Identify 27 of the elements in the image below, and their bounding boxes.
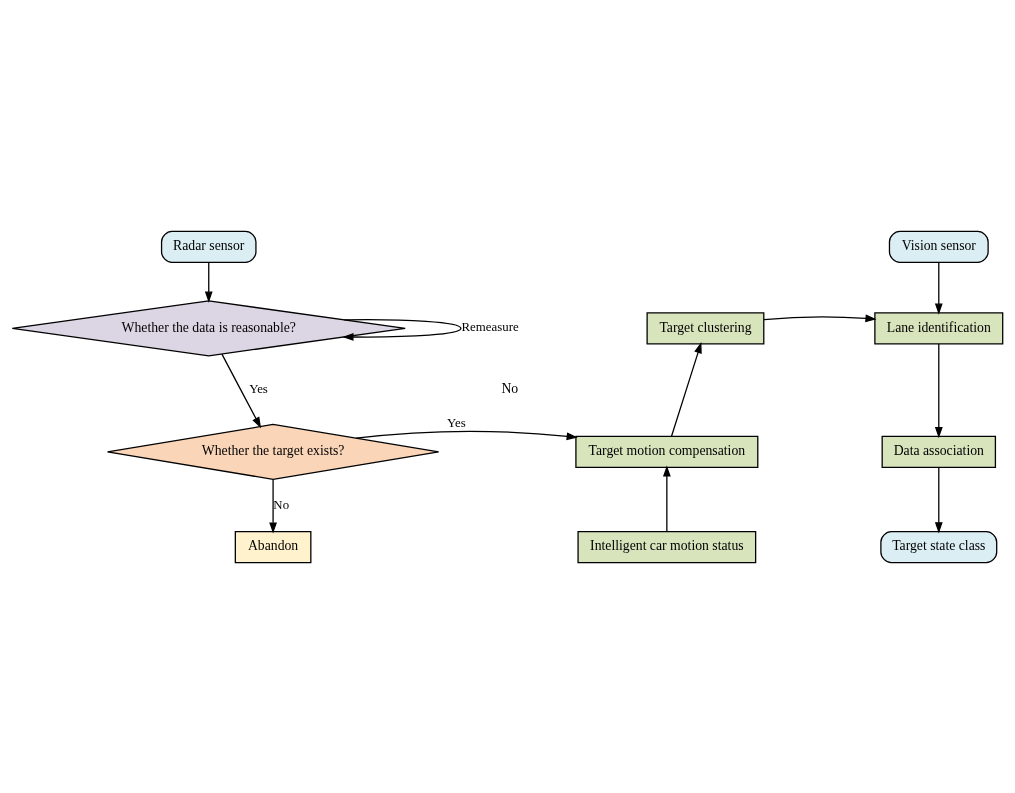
node-box: Data association (881, 435, 997, 468)
node-diamond: Whether the target exists? (106, 423, 440, 480)
arrow (934, 466, 943, 533)
arrow (662, 464, 671, 532)
node-box: Target clustering (646, 311, 765, 344)
edge-label: No (273, 497, 290, 512)
node-box: Radar sensor (160, 230, 257, 263)
edge-label: Remeasure (461, 319, 519, 334)
arrow (763, 314, 877, 322)
node-box: Vision sensor (888, 230, 989, 263)
edge-label: Yes (249, 381, 268, 396)
label: No (501, 380, 519, 396)
node-diamond: Whether the data is reasonable? (11, 299, 406, 356)
arrow (670, 341, 702, 437)
arrow (221, 353, 262, 428)
node-box: Target state class (880, 530, 998, 563)
node-box: Target motion compensation (575, 435, 759, 468)
arrow (934, 261, 943, 315)
edge-label: Yes (447, 415, 466, 430)
arrow (342, 318, 462, 341)
arrow (934, 342, 943, 438)
arrow (355, 430, 578, 440)
node-box: Abandon (234, 530, 312, 563)
node-box: Intelligent car motion status (577, 530, 757, 563)
arrow (204, 261, 213, 303)
node-box: Lane identification (874, 311, 1004, 344)
arrow (269, 478, 277, 534)
